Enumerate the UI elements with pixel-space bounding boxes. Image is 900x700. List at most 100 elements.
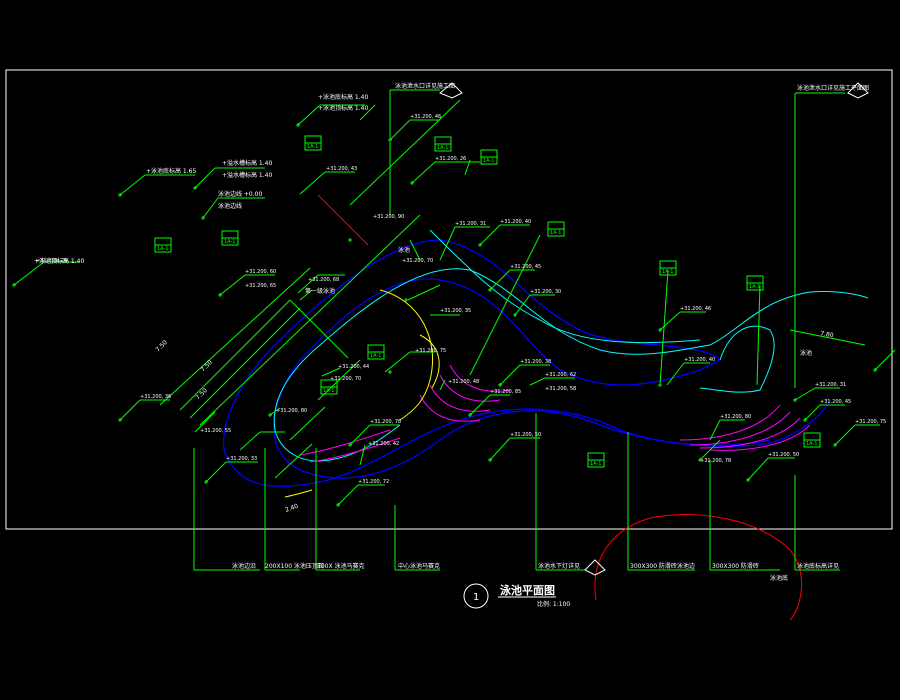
index-tag-labels: 1A-1 1A-1 1A-1 1A-1 1A-1 1A-1 1A-1 1A-1 … <box>157 144 817 467</box>
elev-label: +31.200, 26 <box>435 156 466 162</box>
elev-label: +31.200, 40 <box>684 357 715 363</box>
tag-label: 1A-1 <box>662 269 673 275</box>
survey-points <box>12 123 877 507</box>
index-tags <box>154 135 821 468</box>
drawing-number: 1 <box>473 592 479 603</box>
dim-label: 7.50 <box>154 339 169 354</box>
tag-label: 1A-1 <box>323 388 334 394</box>
callout-bottom-2: 200X100 泳池压顶石 <box>265 562 324 570</box>
callout-bottom-1: 泳池边沿 <box>232 562 256 570</box>
tag-label: 1A-1 <box>806 441 817 447</box>
index-tag <box>304 135 322 151</box>
elev-label: +31.200, 72 <box>358 479 389 485</box>
callout-left-c2: +溢水槽标高 1.40 <box>222 171 272 179</box>
elev-label: +31.200, 80 <box>276 408 307 414</box>
red-features <box>317 194 803 621</box>
elev-label: +31.200, 45 <box>510 264 541 270</box>
callout-bottom-5: 泳池水下灯详见 <box>538 562 580 570</box>
drawing-title: 泳池平面图 <box>500 583 555 597</box>
elev-label: +31.200, 78 <box>700 458 731 464</box>
elev-label: +31.200, 50 <box>768 452 799 458</box>
callout-left-b: +泳池底标高 1.65 <box>146 167 196 175</box>
title-block: 1 泳池平面图 比例: 1:100 <box>463 583 570 609</box>
elev-label: +31.200, 62 <box>545 372 576 378</box>
elev-label: +31.200, 70 <box>402 258 433 264</box>
elev-label: +31.200, 26 <box>36 258 67 264</box>
elev-label: +31.200, 58 <box>545 386 576 392</box>
callout-bottom-7: 300X300 防滑砖 <box>712 562 759 570</box>
tag-label: 1A-1 <box>224 239 235 245</box>
elev-label: +31.200, 40 <box>500 219 531 225</box>
elev-label: +31.200, 31 <box>455 221 486 227</box>
pool-blue-lower <box>229 408 771 487</box>
tag-label: 1A-1 <box>590 461 601 467</box>
elev-label: +31.200, 60 <box>245 269 276 275</box>
elev-label: +31.200, 68 <box>308 277 339 283</box>
elev-label: +31.200, 45 <box>820 399 851 405</box>
elevation-labels: +31.200, 46 +31.200, 26 +31.200, 43 +31.… <box>36 114 886 485</box>
pool-cyan-right <box>699 325 775 393</box>
elev-label: +31.200, 75 <box>415 348 446 354</box>
tag-label: 1A-1 <box>370 353 381 359</box>
elev-label: +31.200, 75 <box>855 419 886 425</box>
elev-label: +31.200, 36 <box>140 394 171 400</box>
callout-bottom-8: 泳池底标高详见 <box>797 562 839 570</box>
pool-outlines <box>222 229 869 487</box>
note-right: 泳池底 <box>770 574 788 582</box>
elev-label: +31.200, 33 <box>226 456 257 462</box>
tag-label: 1A-1 <box>157 246 168 252</box>
callout-left-d1: 泳池边线 +0.00 <box>218 190 262 198</box>
elev-label: +31.200, 38 <box>520 359 551 365</box>
section-markers <box>439 82 869 576</box>
callout-top-center: 泳池泄水口详见施工图 <box>395 82 455 90</box>
tag-label: 1A-1 <box>307 144 318 150</box>
callout-left-d2: 泳池边线 <box>218 202 242 210</box>
dim-label: 7.50 <box>194 387 209 402</box>
pool-cyan-left <box>274 424 401 462</box>
callout-top-right: 泳池泄水口详见施工平面图 <box>797 84 869 92</box>
elev-label: +31.200, 80 <box>720 414 751 420</box>
callout-left-a1: +泳池底标高 1.40 <box>318 93 368 101</box>
yellow-arcs <box>284 289 440 498</box>
elev-label: +31.200, 85 <box>490 389 521 395</box>
elev-label: +31.200, 55 <box>200 428 231 434</box>
index-tag <box>746 275 764 291</box>
index-tag <box>367 344 385 360</box>
elev-label: +31.200, 65 <box>245 283 276 289</box>
callout-left-a2: +泳池顶标高 1.40 <box>318 104 368 112</box>
elev-label: +31.200, 50 <box>510 432 541 438</box>
pool-steps <box>299 364 811 463</box>
callout-bottom-3: 300X 泳池马赛克 <box>317 562 364 570</box>
index-tag <box>803 432 821 448</box>
elev-label: +31.200, 43 <box>326 166 357 172</box>
elev-label: +31.200, 90 <box>373 214 404 220</box>
elev-label: +31.200, 31 <box>815 382 846 388</box>
drawing-number-circle <box>463 583 489 609</box>
drawing-scale: 比例: 1:100 <box>537 600 570 608</box>
drawing-frame <box>5 69 893 530</box>
index-tag <box>659 260 677 276</box>
index-tag <box>434 136 452 152</box>
dim-label: 7.50 <box>199 359 214 374</box>
elev-label: +31.200, 78 <box>370 419 401 425</box>
elev-label: +31.200, 30 <box>530 289 561 295</box>
index-tag <box>587 452 605 468</box>
callout-mid-label: 第一级泳池 <box>305 287 335 295</box>
callout-labels: 泳池泄水口详见施工图 泳池泄水口详见施工平面图 +泳池底标高 1.40 +泳池顶… <box>34 82 869 582</box>
elev-label: +31.200, 35 <box>440 308 471 314</box>
elev-label: +31.200, 44 <box>338 364 369 370</box>
index-tag <box>221 230 239 246</box>
elev-label: +31.200, 42 <box>368 441 399 447</box>
index-tag <box>547 221 565 237</box>
elev-label: +31.200, 48 <box>448 379 479 385</box>
callout-left-c1: +溢水槽标高 1.40 <box>222 159 272 167</box>
elev-label: +31.200, 70 <box>330 376 361 382</box>
pool-label-1: 泳池 <box>398 246 410 254</box>
callout-top-e1: +泳池顶标高 1.40 <box>34 257 84 265</box>
index-tag <box>154 237 172 253</box>
pool-label-2: 泳池 <box>800 349 812 357</box>
pool-cyan-right2 <box>429 229 701 344</box>
dimension-labels: 7.50 7.50 7.50 2.40 7.80 <box>154 330 834 514</box>
index-tag <box>480 149 498 165</box>
